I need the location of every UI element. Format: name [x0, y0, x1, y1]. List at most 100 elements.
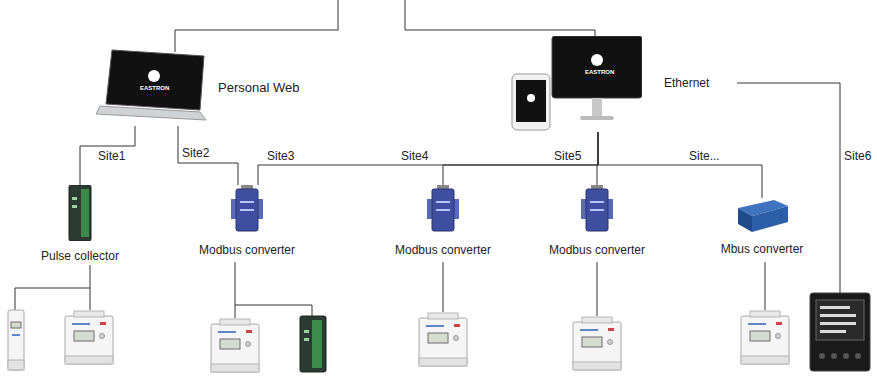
io-module-part [304, 330, 309, 333]
slim-meter-part [12, 334, 20, 336]
meter-wire [15, 262, 765, 318]
led-strip [590, 209, 604, 211]
site-link [258, 132, 598, 185]
module-body [69, 185, 91, 241]
panel-meter-part [819, 353, 825, 359]
slim-meter-part [11, 322, 21, 328]
site-label: Site5 [553, 149, 582, 163]
slim-meter-part [8, 360, 24, 370]
logo-mark [527, 94, 535, 102]
mount-ear [427, 199, 432, 219]
mbus-icon [734, 198, 790, 234]
modbus-icon [581, 185, 613, 235]
mount-ear [454, 199, 459, 219]
meter-wire-part [443, 262, 444, 312]
site-label: Site2 [181, 146, 210, 160]
led-strip [436, 201, 450, 203]
panel-meter-part [810, 293, 870, 371]
slim-meter [8, 310, 24, 370]
meter-wire-part [235, 305, 312, 316]
energy-meter [65, 311, 113, 364]
logo-mark [591, 54, 603, 66]
device-label: Pulse collector [41, 249, 119, 263]
meter-wire-part [765, 262, 766, 310]
panel-meter-part [831, 353, 837, 359]
screen-logo: EASTRON [140, 85, 169, 92]
modbus-converter: Modbus converter [199, 185, 295, 257]
led [72, 197, 77, 200]
energy-meter [211, 319, 259, 372]
uplink-wire-part [405, 0, 595, 36]
site-label: Site3 [266, 149, 295, 163]
site-label: Site4 [400, 149, 429, 163]
modbus-converter: Modbus converter [549, 185, 645, 257]
panel-meter-part [816, 300, 864, 340]
io-module-part [300, 316, 326, 372]
converter-body [432, 189, 454, 231]
io-module-part [312, 320, 322, 368]
uplink-wire-part [175, 0, 338, 52]
uplink-wire [175, 0, 595, 52]
converter-body [236, 189, 258, 231]
laptop-node: EASTRON Personal Web [96, 46, 299, 126]
led-strip [240, 209, 254, 211]
device-label: Mbus converter [721, 242, 804, 256]
panel-meter [810, 293, 870, 371]
mount-ear [231, 199, 236, 219]
device-label: Personal Web [218, 80, 299, 95]
slim-meter-part [8, 310, 24, 370]
ethernet-wire [737, 83, 840, 293]
panel-meter-part [843, 353, 849, 359]
site-label: Site6 [843, 149, 872, 163]
site-link [178, 126, 238, 185]
meter-wire-part [15, 288, 16, 310]
energy-meter [573, 317, 621, 370]
io-module [300, 316, 326, 372]
tablet-body [512, 74, 550, 130]
screen-logo: EASTRON [585, 69, 614, 76]
site-link [443, 132, 598, 185]
pulse-icon [67, 185, 93, 241]
panel-meter-part [820, 314, 856, 317]
box-side [738, 208, 752, 232]
logo-mark [148, 70, 160, 82]
energy-meter [741, 311, 789, 364]
monitor-figure: EASTRON [510, 36, 642, 132]
laptop-figure: EASTRON [96, 46, 208, 126]
site-label: Site1 [97, 149, 126, 163]
monitor-icon [510, 36, 642, 132]
laptop-screen [106, 50, 204, 110]
device-label: Modbus converter [199, 243, 295, 257]
led-strip [240, 201, 254, 203]
led [72, 205, 77, 208]
panel-meter-part [820, 330, 846, 333]
network-label: Ethernet [663, 76, 710, 90]
tablet-screen [516, 80, 546, 122]
mbus-converter: Mbus converter [721, 198, 804, 256]
mount-ear [258, 199, 263, 219]
site-label: Site... [688, 149, 721, 163]
monitor-base [580, 116, 614, 120]
terminal-strip [81, 189, 89, 237]
converter-body [586, 189, 608, 231]
led-strip [590, 201, 604, 203]
meter-wire-part [597, 262, 598, 316]
led-strip [436, 209, 450, 211]
io-module-part [304, 338, 309, 341]
panel-meter-part [855, 353, 861, 359]
modbus-icon [231, 185, 263, 235]
energy-meter [419, 313, 467, 366]
panel-meter-part [820, 322, 856, 325]
site-link [80, 126, 135, 185]
meter-wire-part [235, 262, 236, 318]
modbus-converter: Modbus converter [395, 185, 491, 257]
site-link [598, 132, 762, 198]
meter-wire-part [15, 288, 90, 289]
monitor-screen [552, 36, 642, 98]
mount-ear [581, 199, 586, 219]
box-front [752, 206, 788, 232]
pulse-collector: Pulse collector [41, 185, 119, 263]
device-label: Modbus converter [395, 243, 491, 257]
laptop-base [96, 106, 206, 120]
